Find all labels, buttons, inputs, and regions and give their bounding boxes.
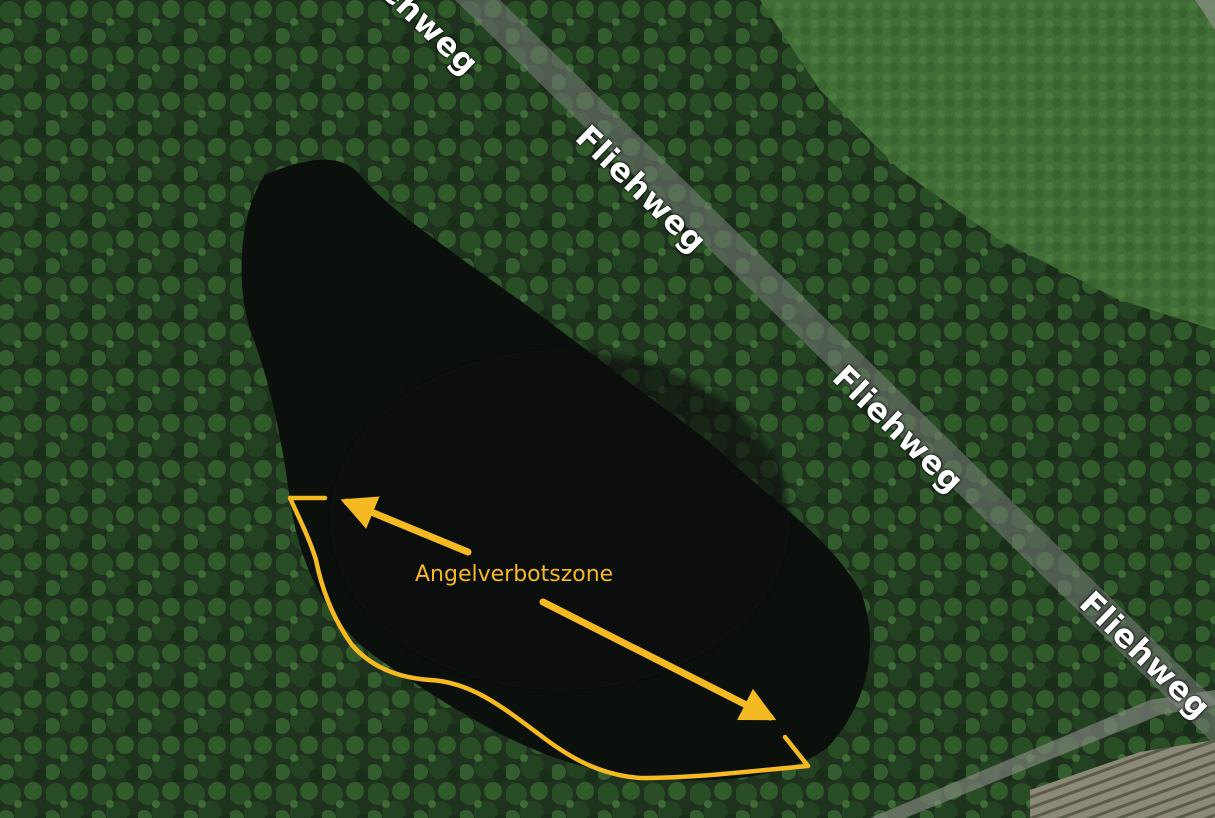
- arrow-icon: [539, 598, 777, 721]
- vineyard: [1030, 740, 1215, 818]
- arrow-icon: [340, 496, 472, 556]
- road-corner: [1195, 0, 1215, 30]
- road-south: [870, 690, 1215, 818]
- zone-outline-icon: [287, 495, 811, 781]
- zone-label: Angelverbotszone: [415, 562, 614, 587]
- road-fliehweg: [455, 0, 1215, 745]
- field-area: [760, 0, 1215, 330]
